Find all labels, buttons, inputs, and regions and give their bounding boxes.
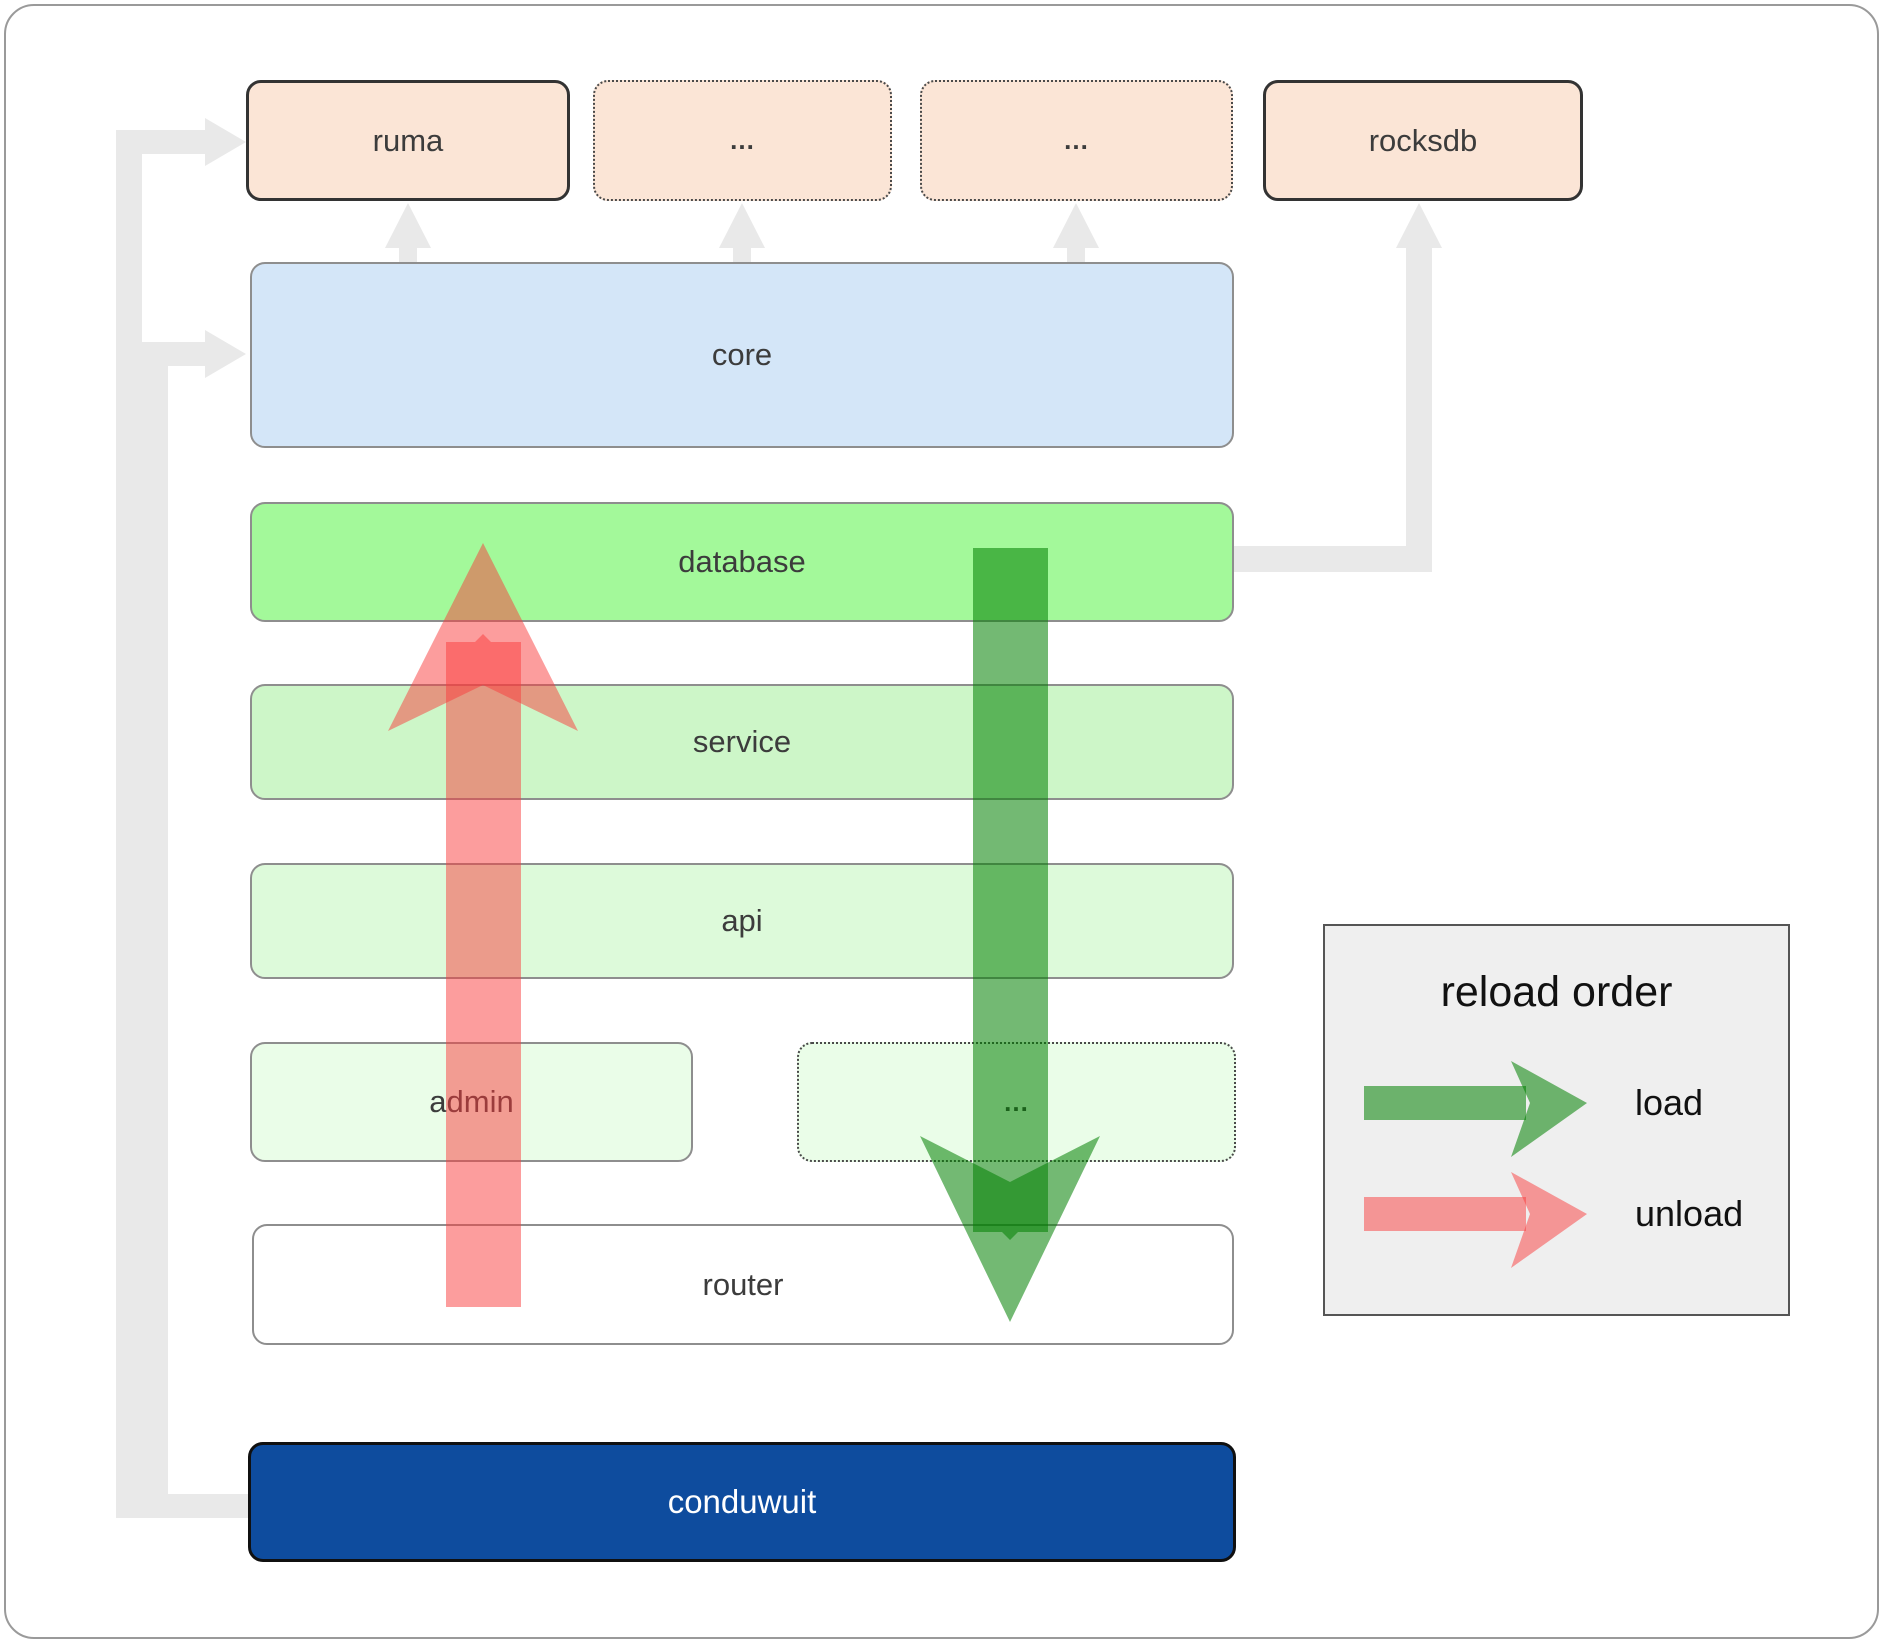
node-router-label: router [702, 1266, 784, 1302]
node-core: core [250, 262, 1234, 448]
arrowhead-up-rocksdb-icon [1396, 203, 1442, 248]
connector-from-conduwuit-horizontal [116, 1494, 248, 1518]
legend-load-arrow-shaft [1364, 1086, 1526, 1120]
node-database-label: database [678, 544, 806, 579]
legend: reload order load unload [1323, 924, 1790, 1316]
legend-title: reload order [1440, 968, 1673, 1016]
connector-conduwuit-to-ruma-vertical [116, 130, 142, 1518]
node-ruma: ruma [246, 80, 570, 201]
node-router: router [252, 1224, 1234, 1345]
connector-conduwuit-to-core-vertical [142, 342, 168, 1494]
node-rocksdb: rocksdb [1263, 80, 1583, 201]
node-service-label: service [692, 724, 792, 759]
node-conduwuit: conduwuit [248, 1442, 1236, 1562]
connector-core-to-dep2-stub [1067, 246, 1085, 264]
connector-database-to-rocksdb-vertical [1406, 246, 1432, 572]
node-database: database [250, 502, 1234, 622]
node-rocksdb-label: rocksdb [1368, 122, 1478, 158]
connector-to-core-horizontal [142, 342, 206, 366]
arrowhead-up-ruma-icon [385, 203, 431, 248]
node-ruma-label: ruma [372, 122, 444, 158]
arrowhead-into-ruma-icon [205, 118, 246, 166]
load-arrow-shaft [973, 548, 1048, 1240]
node-api-label: api [721, 903, 763, 938]
node-api: api [250, 863, 1234, 979]
node-core-label: core [711, 337, 773, 372]
legend-unload-arrow-shaft [1364, 1197, 1526, 1231]
arrowhead-up-dep2-icon [1053, 203, 1099, 248]
arrowhead-up-dep1-icon [719, 203, 765, 248]
node-dependency-dots-2: ... [920, 80, 1233, 201]
node-dependency-dots-1: ... [593, 80, 892, 201]
unload-arrow-shaft [446, 634, 521, 1307]
diagram-frame [4, 4, 1879, 1639]
connector-database-to-rocksdb-horizontal [1234, 546, 1432, 572]
legend-load-label: load [1635, 1082, 1704, 1123]
legend-unload-label: unload [1635, 1193, 1744, 1234]
connector-core-to-ruma-stub [399, 246, 417, 264]
node-service: service [250, 684, 1234, 800]
connector-core-to-dep1-stub [733, 246, 751, 264]
node-conduwuit-label: conduwuit [667, 1483, 817, 1520]
node-dependency-dots-2-label: ... [1064, 125, 1089, 155]
node-dependency-dots-1-label: ... [730, 125, 755, 155]
connector-to-ruma-horizontal [116, 130, 206, 154]
arrowhead-into-core-icon [205, 330, 246, 378]
